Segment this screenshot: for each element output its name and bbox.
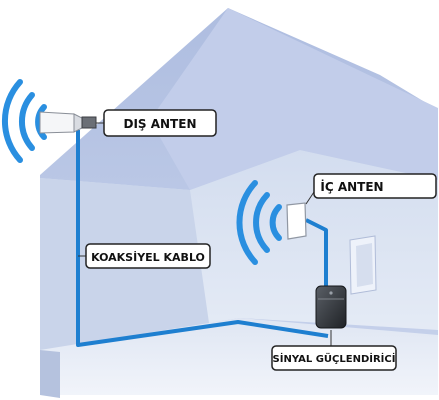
label-outdoor-antenna: DIŞ ANTEN (103, 109, 217, 137)
label-box (271, 345, 397, 371)
cable-outdoor-to-floor (76, 130, 329, 347)
wave-middle (253, 192, 270, 253)
wave-outer (236, 180, 258, 265)
signal-booster (315, 285, 347, 329)
antenna-body (39, 111, 75, 134)
label-box (103, 109, 217, 137)
wave-outer (1, 79, 23, 163)
house (40, 8, 438, 398)
outdoor-antenna (39, 111, 97, 134)
indoor-antenna (286, 202, 307, 240)
booster-body (315, 285, 347, 329)
label-signal-booster: SİNYAL GÜÇLENDİRİCİ (271, 345, 397, 371)
window-recess (356, 243, 373, 287)
wave-middle (19, 92, 35, 151)
wave-inner (35, 104, 47, 140)
label-text: SİNYAL GÜÇLENDİRİCİ (273, 351, 396, 365)
cable-booster-to-indoor (305, 218, 328, 290)
label-text: DIŞ ANTEN (123, 117, 196, 131)
indoor-antenna-panel (286, 202, 307, 240)
leader-lines (78, 122, 332, 346)
label-coax-cable: KOAKSİYEL KABLO (85, 243, 211, 269)
coax-cable-line (76, 130, 329, 347)
label-box (85, 243, 211, 269)
antenna-mount (81, 116, 97, 129)
label-indoor-antenna: İÇ ANTEN (313, 173, 437, 199)
booster-led (329, 291, 333, 295)
leader-indoor (305, 191, 315, 205)
label-text: İÇ ANTEN (320, 179, 383, 194)
label-box (313, 173, 437, 199)
indoor-signal-waves (236, 180, 282, 265)
label-text: KOAKSİYEL KABLO (91, 250, 205, 264)
house-front-edge (40, 350, 60, 398)
wave-inner (269, 204, 282, 241)
outdoor-signal-waves (1, 79, 47, 163)
antenna-taper (73, 113, 83, 133)
house-roof-right (150, 8, 438, 190)
